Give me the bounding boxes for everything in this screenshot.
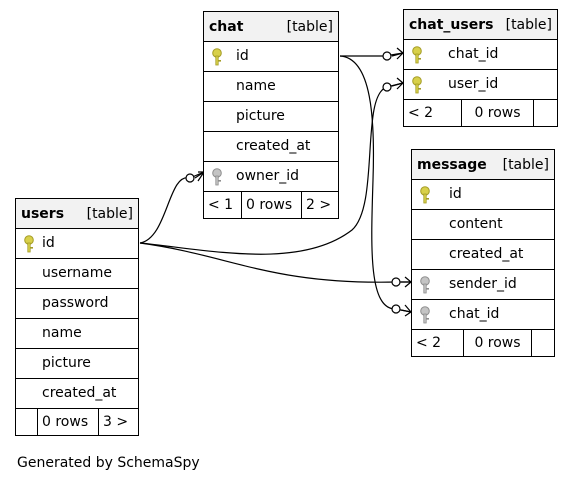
column-row: chat_id <box>412 300 554 330</box>
column-row: picture <box>204 102 338 132</box>
column-name: password <box>42 295 109 311</box>
column-row: created_at <box>204 132 338 162</box>
row-count: 0 rows <box>242 192 302 218</box>
children-count[interactable] <box>532 330 554 356</box>
table-type: [table] <box>502 156 549 173</box>
column-name: created_at <box>449 246 524 262</box>
column-name: picture <box>236 108 285 124</box>
table-header: users [table] <box>16 199 138 229</box>
parents-count[interactable]: < 2 <box>404 100 462 126</box>
column-name: user_id <box>448 76 499 92</box>
table-header: chat_users [table] <box>404 10 557 40</box>
primary-key-icon <box>212 48 222 66</box>
table-footer: < 1 0 rows 2 > <box>204 192 338 218</box>
relation-end-marker <box>382 82 392 92</box>
table-name: message <box>417 156 487 173</box>
column-row: password <box>16 289 138 319</box>
children-count[interactable] <box>534 100 557 126</box>
table-name: users <box>21 205 65 222</box>
children-count[interactable]: 2 > <box>306 197 332 213</box>
column-name: id <box>42 235 55 251</box>
foreign-key-icon <box>212 168 222 186</box>
column-row: username <box>16 259 138 289</box>
foreign-key-icon <box>420 276 430 294</box>
column-row: content <box>412 210 554 240</box>
column-name: id <box>449 186 462 202</box>
parents-count[interactable]: < 1 <box>204 192 242 218</box>
foreign-key-icon <box>420 306 430 324</box>
relation-end-marker <box>382 51 392 61</box>
table-footer: < 2 0 rows <box>404 100 557 126</box>
table-type: [table] <box>505 16 552 33</box>
primary-key-icon <box>420 186 430 204</box>
column-row: chat_id <box>404 40 557 70</box>
column-name: owner_id <box>236 168 300 184</box>
column-row: id <box>16 229 138 259</box>
column-row: name <box>204 72 338 102</box>
column-row: user_id <box>404 70 557 100</box>
column-name: sender_id <box>449 276 517 292</box>
column-row: picture <box>16 349 138 379</box>
column-name: name <box>236 78 276 94</box>
column-row: created_at <box>412 240 554 270</box>
table-message[interactable]: message [table] id content created_at se… <box>411 149 555 357</box>
row-count: 0 rows <box>464 330 532 356</box>
table-header: message [table] <box>412 150 554 180</box>
column-row: id <box>204 42 338 72</box>
table-chat[interactable]: chat [table] id name picture created_at … <box>203 11 339 219</box>
column-row: id <box>412 180 554 210</box>
table-users[interactable]: users [table] id username password name … <box>15 198 139 436</box>
row-count: 0 rows <box>38 409 99 435</box>
relation-users-message-senderid <box>139 242 411 283</box>
primary-key-icon <box>412 76 422 94</box>
relation-end-marker <box>391 304 401 314</box>
column-name: picture <box>42 355 91 371</box>
column-row: name <box>16 319 138 349</box>
table-name: chat <box>209 18 244 35</box>
column-name: content <box>449 216 503 232</box>
table-footer: 0 rows 3 > <box>16 409 138 435</box>
table-header: chat [table] <box>204 12 338 42</box>
primary-key-icon <box>24 235 34 253</box>
relation-users-chat-owner <box>139 171 205 244</box>
table-type: [table] <box>86 205 133 222</box>
column-name: name <box>42 325 82 341</box>
column-name: created_at <box>42 385 117 401</box>
parents-count[interactable] <box>16 409 38 435</box>
primary-key-icon <box>412 46 422 64</box>
table-type: [table] <box>286 18 333 35</box>
children-count[interactable]: 3 > <box>103 414 129 430</box>
relation-users-chatusers-userid <box>139 82 404 255</box>
column-name: chat_id <box>448 46 499 62</box>
table-footer: < 2 0 rows <box>412 330 554 356</box>
table-name: chat_users <box>409 16 494 33</box>
generator-caption: Generated by SchemaSpy <box>17 455 200 471</box>
column-row: owner_id <box>204 162 338 192</box>
relation-chat-message-chatid <box>339 55 412 313</box>
column-row: created_at <box>16 379 138 409</box>
parents-count[interactable]: < 2 <box>412 330 464 356</box>
table-chat-users[interactable]: chat_users [table] chat_id user_id < 2 0… <box>403 9 558 127</box>
column-name: chat_id <box>449 306 500 322</box>
column-name: created_at <box>236 138 311 154</box>
relation-end-marker <box>185 173 195 183</box>
row-count: 0 rows <box>462 100 534 126</box>
column-name: username <box>42 265 112 281</box>
relation-end-marker <box>391 277 401 287</box>
column-row: sender_id <box>412 270 554 300</box>
column-name: id <box>236 48 249 64</box>
